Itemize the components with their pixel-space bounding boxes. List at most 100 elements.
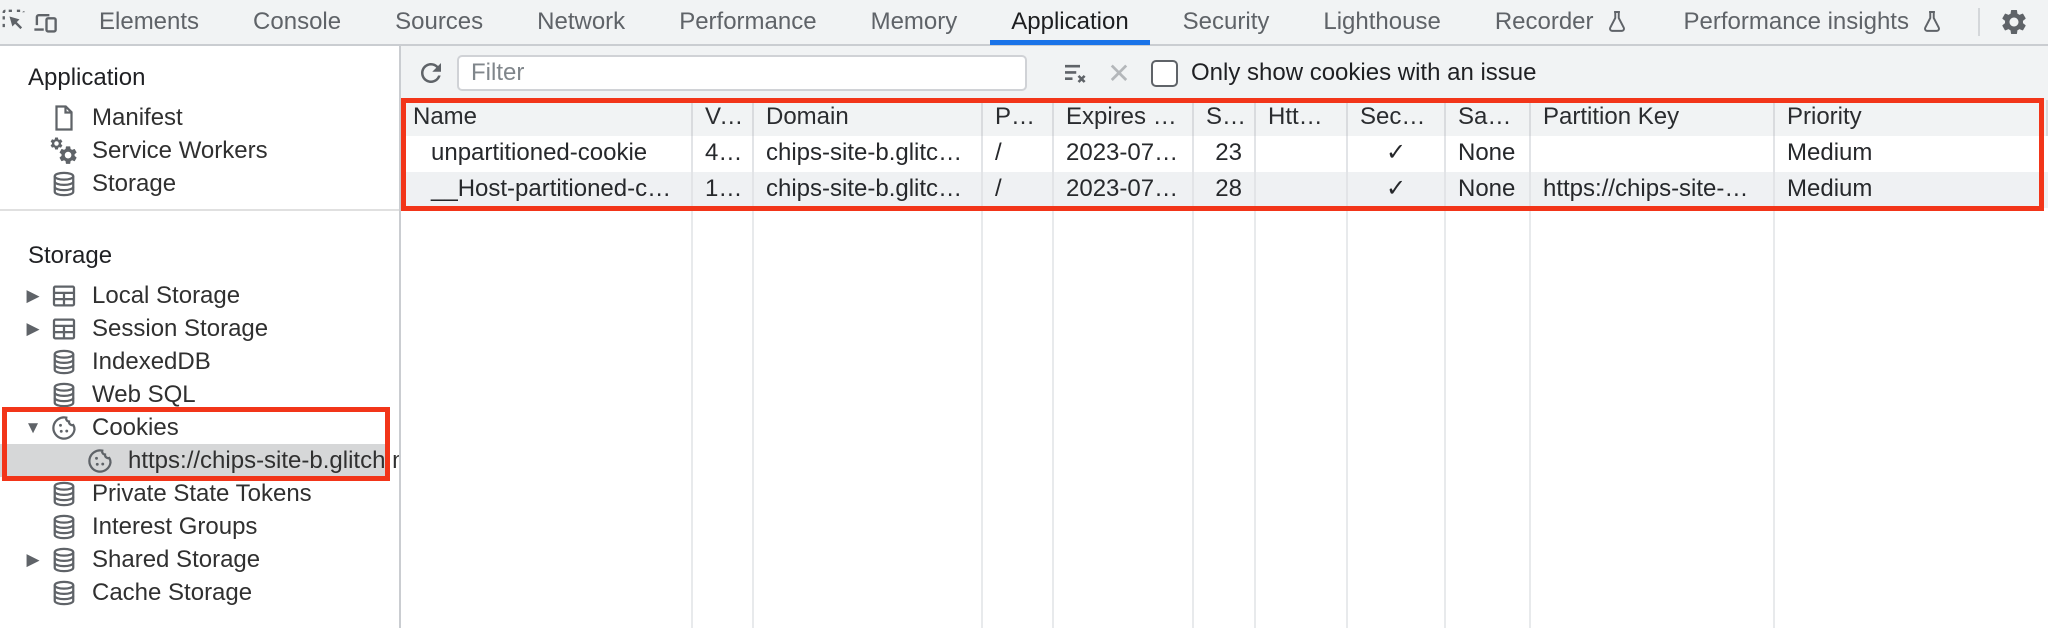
more-options-icon[interactable]: ⋮ [2042, 0, 2048, 44]
sidebar-item-manifest[interactable]: Manifest [0, 101, 399, 134]
tab-performance-insights[interactable]: Performance insights [1657, 0, 1972, 44]
issue-filter-label[interactable]: Only show cookies with an issue [1191, 59, 1537, 86]
tab-console[interactable]: Console [226, 0, 368, 44]
chevron-right-icon[interactable]: ▶ [26, 549, 40, 569]
tab-sources[interactable]: Sources [368, 0, 510, 44]
cookie-icon [84, 445, 116, 477]
chevron-down-icon[interactable]: ▼ [24, 417, 42, 437]
chevron-right-icon[interactable]: ▶ [26, 285, 40, 305]
cookie-cell-httponly [1256, 136, 1348, 172]
chevron-right-icon[interactable]: ▶ [26, 318, 40, 338]
column-header-samesite[interactable]: SameSite [1446, 100, 1531, 136]
sidebar-item-storage[interactable]: Storage [0, 167, 399, 200]
clear-filter-icon[interactable] [1053, 51, 1097, 95]
flask-icon [1919, 9, 1945, 35]
inspect-element-icon[interactable] [0, 0, 30, 44]
cookie-cell-priority: Medium [1787, 139, 1873, 166]
sidebar-section-divider [0, 209, 399, 211]
column-header-domain[interactable]: Domain [754, 100, 983, 136]
cookie-cell-path: / [983, 136, 1054, 172]
tab-elements[interactable]: Elements [72, 0, 226, 44]
empty-grid-column [1194, 208, 1256, 628]
cookies-table: NameValueDomainPathExpires / M...SizeHtt… [401, 98, 2048, 628]
cookie-cell-httponly [1256, 172, 1348, 208]
column-header-partition-key[interactable]: Partition Key [1531, 100, 1775, 136]
tab-label: Elements [99, 8, 200, 35]
sidebar-item-label: Cookies [92, 413, 179, 441]
tab-memory[interactable]: Memory [844, 0, 985, 44]
cookies-table-header: NameValueDomainPathExpires / M...SizeHtt… [401, 100, 2048, 136]
settings-gear-icon[interactable] [1986, 0, 2042, 44]
tab-performance[interactable]: Performance [652, 0, 843, 44]
tab-security[interactable]: Security [1156, 0, 1297, 44]
tab-label: Recorder [1494, 8, 1594, 35]
empty-grid-column [1054, 208, 1194, 628]
empty-grid-column [401, 208, 693, 628]
cookie-cell-size: 28 [1194, 172, 1256, 208]
sidebar-item-label: Web SQL [92, 380, 196, 408]
column-header-size[interactable]: Size [1194, 100, 1256, 136]
tab-lighthouse[interactable]: Lighthouse [1296, 0, 1467, 44]
database-icon [48, 511, 80, 543]
column-header-path[interactable]: Path [983, 100, 1054, 136]
tab-label: Performance [679, 8, 817, 35]
sidebar-item-https-chips-site-b-glitch-me[interactable]: https://chips-site-b.glitch.me [0, 444, 399, 477]
empty-grid-column [1531, 208, 1775, 628]
column-header-priority[interactable]: Priority [1775, 100, 2048, 136]
refresh-icon[interactable] [409, 51, 453, 95]
sidebar-item-label: Local Storage [92, 281, 241, 309]
sidebar-item-local-storage[interactable]: ▶ Local Storage [0, 279, 399, 312]
tab-application[interactable]: Application [984, 0, 1155, 45]
empty-grid-column [754, 208, 983, 628]
cookies-toolbar: ✕ Only show cookies with an issue [401, 46, 2048, 100]
sidebar-item-label: Session Storage [92, 314, 269, 342]
tab-network[interactable]: Network [510, 0, 652, 44]
sidebar-section-title-storage: Storage [28, 242, 113, 269]
empty-grid-column [983, 208, 1054, 628]
cookies-panel: ✕ Only show cookies with an issue NameVa… [401, 46, 2048, 628]
sidebar-item-label: https://chips-site-b.glitch.me [128, 446, 401, 474]
cookie-cell-value: 123 [693, 172, 754, 208]
sidebar-item-cache-storage[interactable]: Cache Storage [0, 576, 399, 609]
column-header-httponly[interactable]: HttpOnly [1256, 100, 1348, 136]
column-header-expires-m[interactable]: Expires / M... [1054, 100, 1194, 136]
tab-label: Security [1182, 8, 1270, 35]
tab-label: Memory [870, 8, 958, 35]
cookie-cell-size: 23 [1194, 136, 1256, 172]
sidebar-item-web-sql[interactable]: Web SQL [0, 378, 399, 411]
column-header-name[interactable]: Name [401, 100, 693, 136]
sidebar-item-private-state-tokens[interactable]: Private State Tokens [0, 477, 399, 510]
sidebar-item-cookies[interactable]: ▼ Cookies [0, 411, 399, 444]
sidebar-item-session-storage[interactable]: ▶ Session Storage [0, 312, 399, 345]
cookies-sidebar-red-highlight: ▼ Cookies https://chips-site-b.glitch.me [0, 407, 399, 481]
issue-filter-checkbox[interactable] [1151, 59, 1178, 87]
sidebar-item-interest-groups[interactable]: Interest Groups [0, 510, 399, 543]
sidebar-item-indexeddb[interactable]: IndexedDB [0, 345, 399, 378]
tab-label: Lighthouse [1323, 8, 1441, 35]
database-icon [48, 577, 80, 609]
database-icon [48, 379, 80, 411]
table-icon [48, 313, 80, 345]
empty-grid-column [1446, 208, 1531, 628]
sidebar-item-shared-storage[interactable]: ▶Shared Storage [0, 543, 399, 576]
device-toolbar-icon[interactable] [30, 0, 60, 44]
cookies-table-red-highlight: NameValueDomainPathExpires / M...SizeHtt… [401, 98, 2048, 211]
column-header-value[interactable]: Value [693, 100, 754, 136]
tab-recorder[interactable]: Recorder [1468, 0, 1657, 44]
database-icon [48, 168, 80, 200]
filter-input[interactable] [457, 55, 1027, 91]
cookie-icon [48, 412, 80, 444]
database-icon [48, 544, 80, 576]
delete-cookies-icon[interactable]: ✕ [1097, 51, 1141, 95]
sidebar-item-service-workers[interactable]: Service Workers [0, 134, 399, 167]
sidebar-item-label: Service Workers [92, 136, 268, 164]
column-header-secure[interactable]: Secure [1348, 100, 1446, 136]
sidebar-item-label: Cache Storage [92, 578, 253, 606]
